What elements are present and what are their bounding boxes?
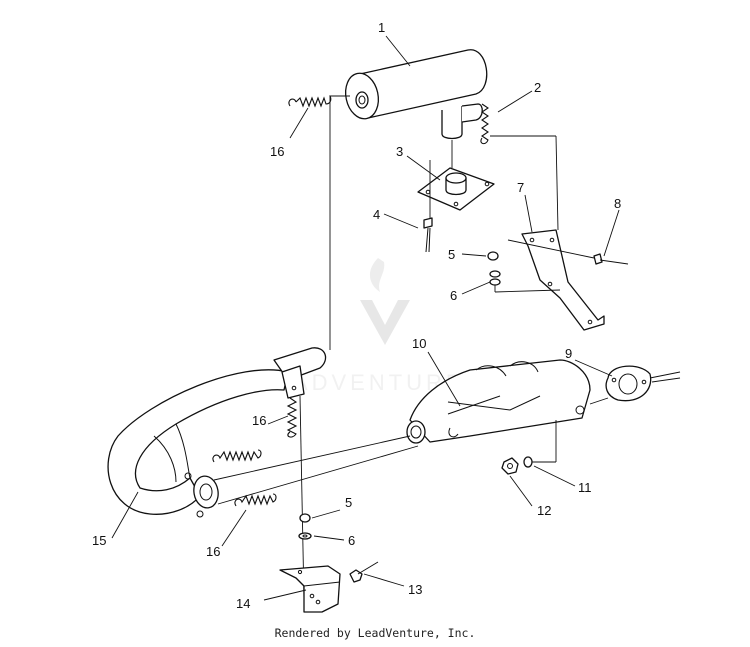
callout-9: 9 [565,346,572,361]
callout-14: 14 [236,596,250,611]
lower-bracket [279,565,341,613]
callout-15: 15 [92,533,106,548]
callout-1: 1 [378,20,385,35]
callout-16-middle: 16 [252,413,266,428]
callout-5-lower: 5 [345,495,352,510]
spring-middle-vertical [286,397,298,438]
callout-11: 11 [578,480,592,495]
spring-top-left [288,95,350,108]
washer-set-lower [298,513,312,540]
spring-bottom [234,493,277,507]
callout-5-upper: 5 [448,247,455,262]
mount-plate [417,167,495,211]
bolt [423,160,433,253]
callout-7: 7 [517,180,524,195]
spring-middle-horizontal [212,449,262,463]
callout-13: 13 [408,582,422,597]
callout-8: 8 [614,196,621,211]
nut-washer-set [501,420,557,475]
callout-leaders [111,35,620,601]
expansion-chamber [107,347,327,518]
lower-bolt [349,561,379,583]
exhaust-manifold [406,359,591,444]
callout-12: 12 [537,503,551,518]
callout-10: 10 [412,336,426,351]
bracket [521,229,605,331]
callout-16-top: 16 [270,144,284,159]
footer-credit: Rendered by LeadVenture, Inc. [274,626,476,640]
callout-labels: 1 2 3 4 5 6 7 8 9 10 11 12 13 14 15 16 1… [92,20,621,611]
callout-6-lower: 6 [348,533,355,548]
flange-gasket [605,365,652,402]
spring-top-right [480,103,559,231]
callout-6-upper: 6 [450,288,457,303]
small-bolt [507,239,629,265]
washer-set-upper [487,251,561,293]
callout-2: 2 [534,80,541,95]
callout-3: 3 [396,144,403,159]
muffler [344,49,488,140]
callout-4: 4 [373,207,380,222]
callout-16-bottom: 16 [206,544,220,559]
